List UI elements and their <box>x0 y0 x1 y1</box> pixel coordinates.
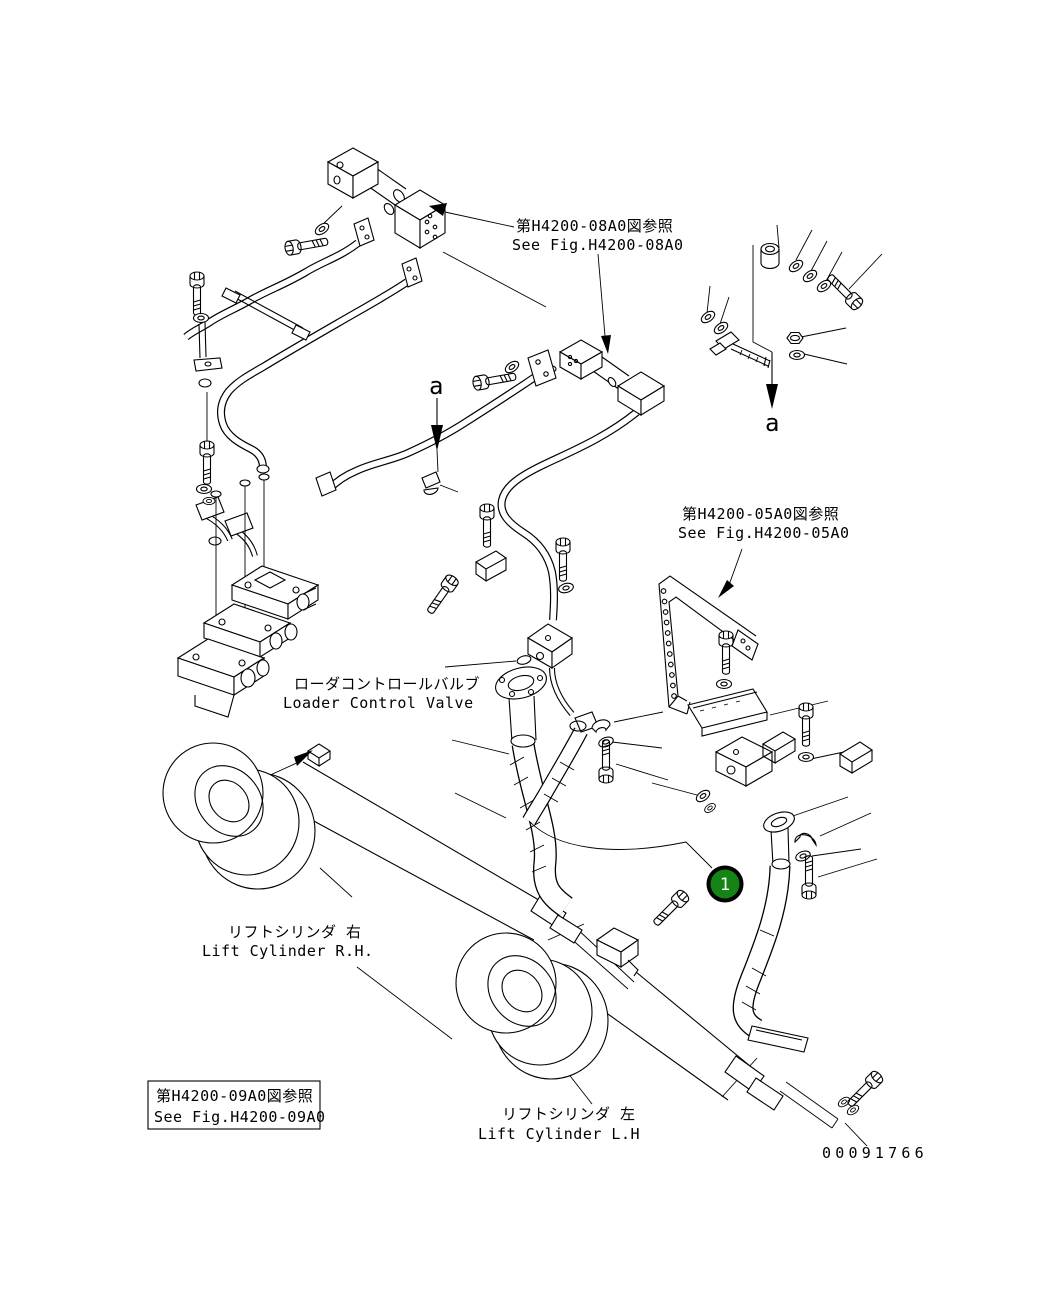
hex-bolt <box>843 1068 886 1111</box>
washer <box>788 349 806 361</box>
fastener-cluster-top-right <box>698 242 866 369</box>
hex-bolt <box>283 233 330 257</box>
washer <box>702 801 718 815</box>
drawing-number: 00091766 <box>822 1144 928 1162</box>
lift-cylinder-rh-rod-end <box>530 895 583 944</box>
hex-nut <box>786 331 804 345</box>
elbow-assembly-top-left <box>326 147 447 249</box>
washer <box>786 257 806 275</box>
lift-cylinder-lh-barrel <box>455 932 609 1080</box>
support-bracket-frame <box>658 575 759 715</box>
ref-bottom-jp[interactable]: 第H4200-09A0図参照 <box>156 1087 313 1105</box>
hex-bolt <box>718 630 734 675</box>
hex-bolt <box>199 440 215 485</box>
ref-top-jp[interactable]: 第H4200-08A0図参照 <box>516 217 673 235</box>
valve-label-jp: ローダコントロールバルブ <box>294 675 480 693</box>
hex-bolt <box>823 270 866 313</box>
section-a-left-label: a <box>429 372 443 400</box>
elbow-block-center <box>526 623 574 670</box>
washer <box>836 1094 852 1110</box>
washer <box>800 267 820 285</box>
ref-bottom-en[interactable]: See Fig.H4200-09A0 <box>154 1108 326 1126</box>
hex-bolt <box>479 503 495 548</box>
callout-number[interactable]: 1 <box>720 875 730 895</box>
reference-arrows <box>429 203 734 598</box>
hose-right-clamp-parts <box>693 787 817 900</box>
drop-tube-and-foot <box>193 321 223 388</box>
component-label-loader-control-valve: ローダコントロールバルブ Loader Control Valve <box>283 675 480 712</box>
tube-flanges <box>195 217 557 546</box>
hex-bolt <box>801 855 817 900</box>
lift-cylinder-rh-rod <box>285 761 635 990</box>
washer <box>693 787 713 805</box>
hex-bolt <box>423 572 461 617</box>
component-label-lift-cylinder-lh: リフトシリンダ 左 Lift Cylinder L.H <box>478 1105 640 1143</box>
hose-clamp-parts <box>591 719 616 784</box>
valve-label-en: Loader Control Valve <box>283 694 474 712</box>
cyl-lh-label-jp: リフトシリンダ 左 <box>502 1105 636 1123</box>
clamp-strap <box>221 287 311 341</box>
center-mount-parts <box>423 503 575 617</box>
washer <box>711 319 731 337</box>
tube-clamp-mid <box>421 471 459 495</box>
washer <box>814 277 834 295</box>
bracket-hardware <box>687 630 874 787</box>
washer <box>797 751 815 763</box>
hose-center <box>495 655 573 917</box>
ref-label-right[interactable]: 第H4200-05A0図参照 See Fig.H4200-05A0 <box>678 505 850 542</box>
callout-fill[interactable] <box>710 869 740 899</box>
hydraulic-tubes <box>183 239 640 716</box>
section-marker-a-left: a <box>429 372 443 451</box>
hex-bolt <box>189 271 205 316</box>
washer <box>312 220 332 238</box>
fasteners-upper-left <box>189 220 522 506</box>
washer <box>202 496 216 506</box>
loader-control-valve <box>176 473 320 718</box>
lift-cylinder-rh-barrel <box>162 742 316 890</box>
hex-bolt <box>555 537 571 582</box>
washer <box>715 678 733 690</box>
lift-cylinder-lh-rod-eye <box>595 927 640 977</box>
hose-right <box>732 811 809 1053</box>
ref-label-top[interactable]: 第H4200-08A0図参照 See Fig.H4200-08A0 <box>512 217 684 254</box>
washer <box>195 483 213 495</box>
hex-bolt <box>798 702 814 747</box>
ref-right-en[interactable]: See Fig.H4200-05A0 <box>678 524 850 542</box>
washer <box>192 312 210 324</box>
hose-small <box>522 711 713 869</box>
cyl-lh-label-en: Lift Cylinder L.H <box>478 1125 640 1143</box>
rod-clamp-block <box>294 743 332 768</box>
washer <box>698 308 718 326</box>
ref-label-bottom-boxed[interactable]: 第H4200-09A0図参照 See Fig.H4200-09A0 <box>147 1080 326 1130</box>
cyl-rh-label-jp: リフトシリンダ 右 <box>228 923 362 941</box>
section-marker-a-right: a <box>765 352 779 437</box>
hex-bolt <box>649 887 692 930</box>
ref-box-border <box>147 1080 321 1130</box>
washer <box>557 581 575 595</box>
cyl-rh-label-en: Lift Cylinder R.H. <box>202 942 374 960</box>
component-label-lift-cylinder-rh: リフトシリンダ 右 Lift Cylinder R.H. <box>202 923 374 960</box>
section-a-right-label: a <box>765 409 779 437</box>
callout-1-balloon[interactable]: 1 <box>706 865 744 903</box>
washer <box>502 358 522 376</box>
ref-right-jp[interactable]: 第H4200-05A0図参照 <box>682 505 839 523</box>
ref-top-en[interactable]: See Fig.H4200-08A0 <box>512 236 684 254</box>
elbow-assembly-mid <box>547 339 666 416</box>
lift-cylinder-lh-gland <box>724 1055 861 1129</box>
washer <box>596 734 616 750</box>
